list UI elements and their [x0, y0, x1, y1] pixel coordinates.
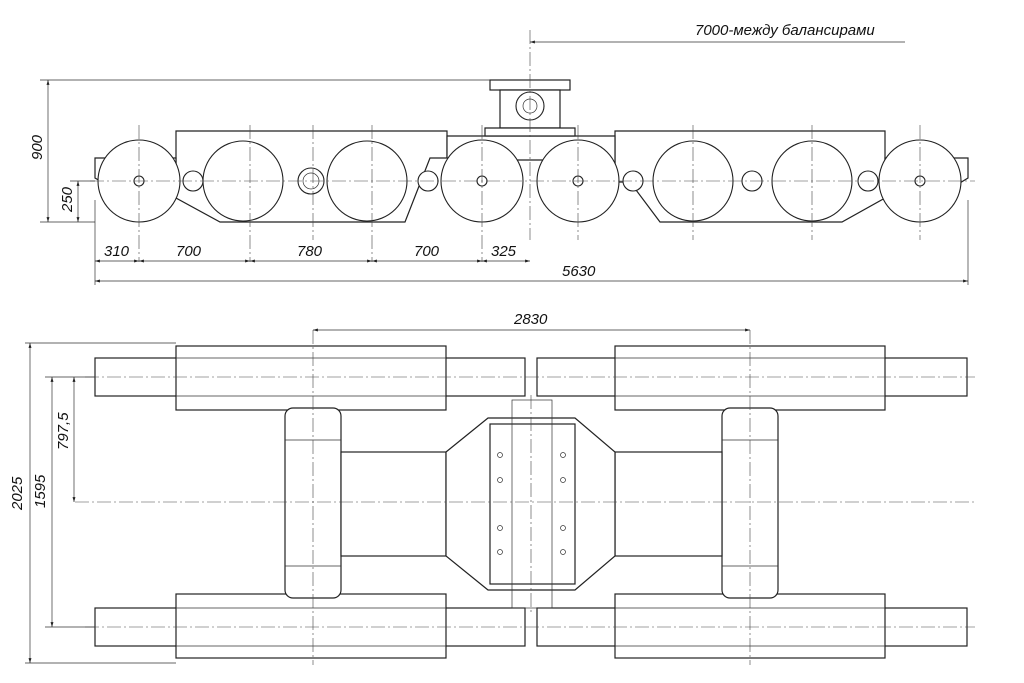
side-view: 7000-между балансирами 900 250 310 700 7… [29, 22, 975, 285]
dim-700-left: 700 [176, 243, 202, 260]
left-central-beam [340, 451, 447, 557]
note-balancer-distance: 7000-между балансирами [695, 22, 875, 39]
top-view: 2830 2025 1595 797,5 [9, 311, 975, 665]
top-left-balancer [175, 345, 447, 411]
dim-1595: 1595 [32, 474, 49, 508]
dim-900: 900 [29, 134, 46, 160]
dim-310: 310 [104, 243, 130, 260]
pivot-plate [489, 423, 576, 585]
dim-5630: 5630 [562, 263, 596, 280]
dim-700-right: 700 [414, 243, 440, 260]
dim-2025: 2025 [9, 476, 26, 511]
dim-780: 780 [297, 243, 323, 260]
dim-250: 250 [59, 186, 76, 213]
bottom-left-balancer [175, 593, 447, 659]
right-central-beam [614, 451, 723, 557]
dim-797-5: 797,5 [55, 412, 72, 450]
dim-2830: 2830 [513, 311, 548, 328]
dim-325: 325 [491, 243, 517, 260]
